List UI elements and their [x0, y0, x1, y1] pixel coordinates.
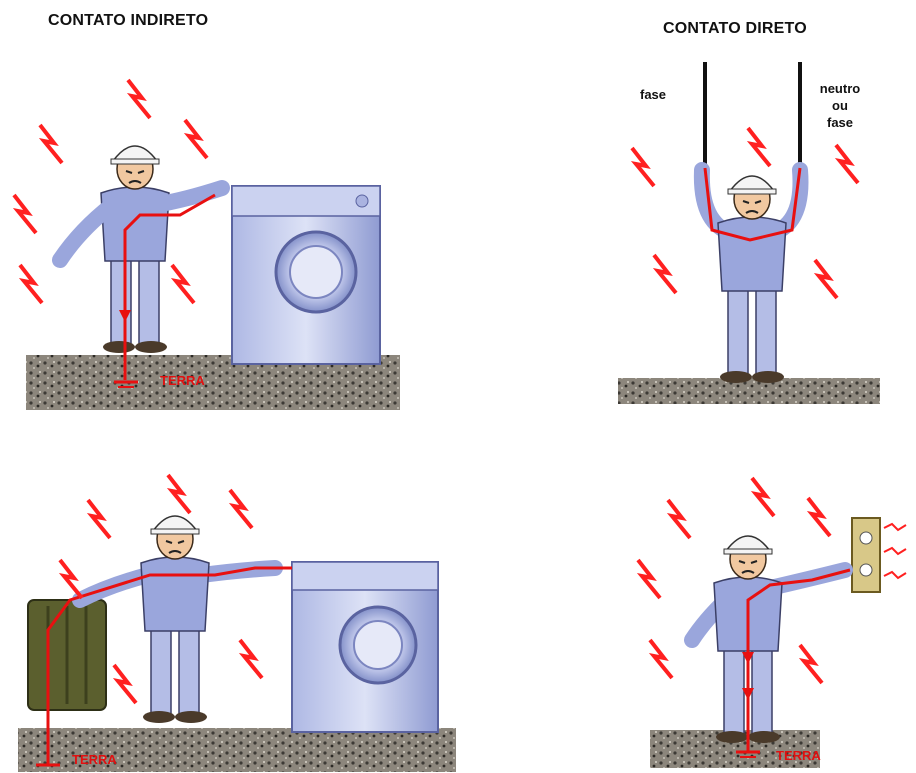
radiator: [28, 600, 106, 710]
spark-lines: [884, 524, 906, 578]
shock-bolt: [668, 500, 690, 538]
shock-bolt: [836, 145, 858, 183]
wall-socket: [852, 518, 880, 592]
shock-bolt: [654, 255, 676, 293]
worker-figure: [101, 146, 169, 353]
label-terra: TERRA: [776, 748, 821, 763]
shock-bolt: [650, 640, 672, 678]
shock-bolt: [240, 640, 262, 678]
shock-bolt: [230, 490, 252, 528]
label-neutro-ou-fase: neutro ou fase: [818, 80, 862, 131]
label-terra: TERRA: [72, 752, 117, 767]
worker-figure: [718, 176, 786, 383]
shock-bolt: [168, 475, 190, 513]
label-fase: fase: [640, 86, 666, 103]
shock-bolt: [632, 148, 654, 186]
panel-direct-socket: [638, 478, 906, 768]
shock-bolt: [128, 80, 150, 118]
washing-machine: [292, 562, 438, 732]
shock-bolt: [748, 128, 770, 166]
ground-slab: [618, 378, 880, 404]
worker-figure: [141, 516, 209, 723]
shock-bolt: [114, 665, 136, 703]
shock-bolt: [172, 265, 194, 303]
panel-indirect-washer: [14, 80, 400, 410]
label-terra: TERRA: [160, 373, 205, 388]
shock-bolt: [752, 478, 774, 516]
shock-bolt: [60, 560, 82, 598]
shock-bolt: [800, 645, 822, 683]
shock-bolt: [185, 120, 207, 158]
shock-bolt: [40, 125, 62, 163]
shock-bolt: [808, 498, 830, 536]
shock-bolt: [20, 265, 42, 303]
shock-bolt: [14, 195, 36, 233]
washing-machine: [232, 186, 380, 364]
panel-indirect-radiator-washer: [18, 475, 456, 772]
shock-bolt: [815, 260, 837, 298]
shock-bolt: [638, 560, 660, 598]
shock-bolt: [88, 500, 110, 538]
